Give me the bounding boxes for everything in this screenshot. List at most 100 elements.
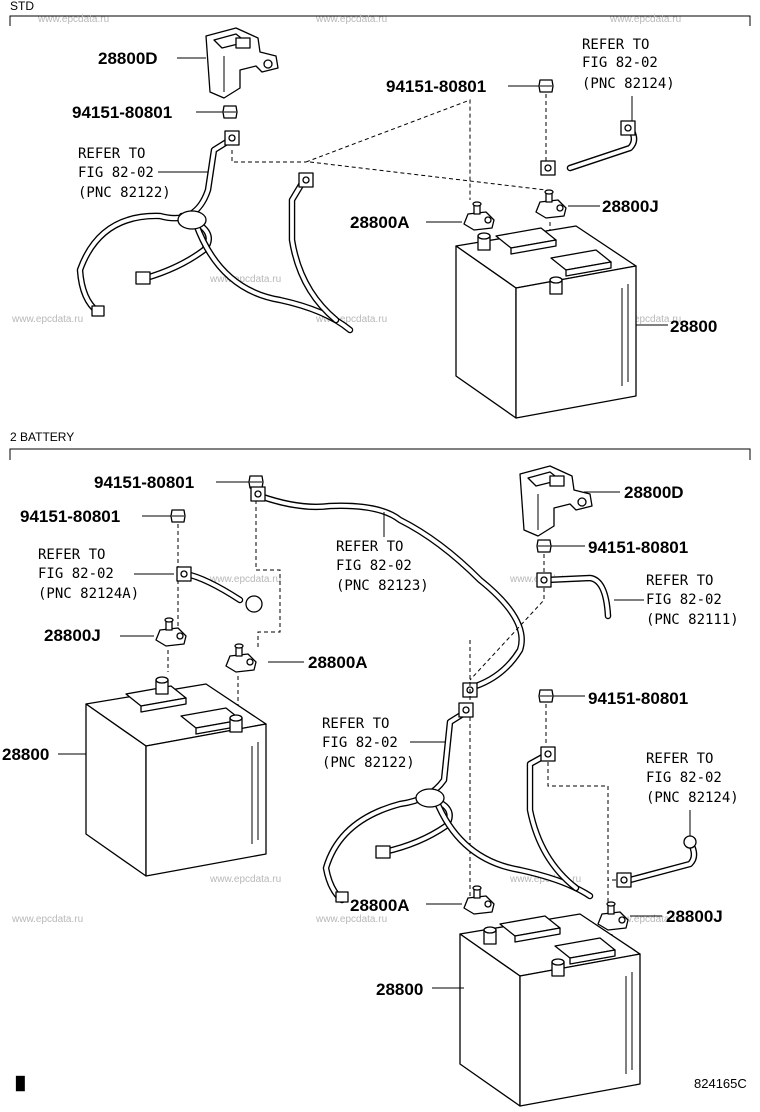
watermark: www.epcdata.ru [315,14,387,25]
part-label-bolt-left: 94151-80801 [72,103,172,122]
cable-terminal-part [620,120,636,136]
refer-note-line: FIG 82-02 [582,55,658,71]
refer-note-line: (PNC 82124A) [38,586,139,602]
watermark: www.epcdata.ru [315,914,387,925]
section-title-std: STD [10,0,34,13]
cable-terminal-part [458,702,474,718]
diagram-id: 824165C [694,1076,747,1091]
assembly-line [305,99,471,200]
assembly-line [547,762,609,916]
cable-connector-part [135,271,151,285]
refer-note-line: REFER TO [38,547,105,563]
assembly-line [231,150,306,163]
footer-mark: ▉ [15,1075,26,1092]
refer-note-line: FIG 82-02 [646,770,722,786]
bolt-part [222,105,238,119]
cable-grommet-part [177,210,207,230]
refer-note-line: FIG 82-02 [78,165,154,181]
section-title-2-battery: 2 BATTERY [10,430,74,444]
refer-note-line: (PNC 82122) [78,185,171,201]
terminal-clamp-part [225,643,257,673]
part-label-clamp-a-right: 28800A [350,896,410,915]
cable-terminal-part [224,130,240,146]
section-bracket-std [9,15,751,26]
part-label-battery: 28800 [670,317,717,336]
terminal-clamp-part [155,617,187,647]
refer-note-line: REFER TO [646,573,713,589]
watermark: www.epcdata.ru [37,14,109,25]
section-bracket-2-battery [9,448,751,460]
watermark: www.epcdata.ru [209,274,281,285]
refer-note-line: REFER TO [336,539,403,555]
cable-terminal-part [536,572,552,588]
battery-part [85,683,267,877]
watermark: www.epcdata.ru [209,574,281,585]
cable-terminal-part [298,172,314,188]
cable-connector-part [91,305,105,317]
battery-post-part [483,926,497,945]
terminal-clamp-part [535,189,567,219]
battery-post-part [477,232,491,251]
bolt-part [538,79,554,93]
watermark: www.epcdata.ru [609,314,681,325]
watermark: www.epcdata.ru [209,874,281,885]
battery-post-part [549,276,563,295]
battery-part [455,225,637,419]
part-label-bolt-right: 94151-80801 [386,77,486,96]
part-label-holder: 28800D [624,483,684,502]
refer-note-line: (PNC 82111) [646,612,739,628]
part-label-bolt-left: 94151-80801 [20,507,120,526]
part-label-bolt-top: 94151-80801 [94,473,194,492]
refer-note-line: (PNC 82123) [336,578,429,594]
refer-note-line: REFER TO [646,751,713,767]
assembly-line [469,588,545,681]
cable-terminal-part [540,160,556,176]
battery-post-part [229,714,243,733]
cable-terminal-part [176,566,192,582]
cable-connector-part [375,845,391,859]
battery-post-part [551,958,565,977]
refer-note-line: FIG 82-02 [38,566,114,582]
cable-terminal-part [540,746,556,762]
refer-note-line: (PNC 82124) [646,790,739,806]
part-label-clamp-j-left: 28800J [44,626,101,645]
battery-post-part [155,676,169,695]
cable-grommet-part [415,788,445,808]
watermark: www.epcdata.ru [11,314,83,325]
cable-connector-part [245,595,263,613]
part-label-battery-left: 28800 [2,745,49,764]
cable-terminal-part [616,872,632,888]
watermark: www.epcdata.ru [609,914,681,925]
refer-note-line: (PNC 82122) [322,755,415,771]
part-label-clamp-j-right: 28800J [666,907,723,926]
battery-holder-part [519,465,593,537]
bolt-part [170,509,186,523]
part-label-bolt-right-upper: 94151-80801 [588,538,688,557]
cable-connector-part [683,835,697,849]
part-label-clamp-a: 28800A [350,213,410,232]
refer-note-line: REFER TO [582,37,649,53]
watermark: www.epcdata.ru [609,14,681,25]
watermark: www.epcdata.ru [11,914,83,925]
terminal-clamp-part [463,201,495,231]
part-label-bolt-right-lower: 94151-80801 [588,689,688,708]
part-label-clamp-a-left: 28800A [308,653,368,672]
terminal-clamp-part [463,885,495,915]
bolt-part [538,689,554,703]
part-label-clamp-j: 28800J [602,197,659,216]
bolt-part [536,539,552,553]
cable-part [626,838,698,884]
cable-terminal-part [250,486,266,502]
refer-note-line: FIG 82-02 [322,735,398,751]
part-label-holder: 28800D [98,49,158,68]
assembly-line [309,161,547,191]
cable-connector-part [335,891,349,903]
refer-note-line: REFER TO [78,146,145,162]
part-label-battery-right: 28800 [376,980,423,999]
refer-note-line: (PNC 82124) [582,76,675,92]
watermark: www.epcdata.ru [315,314,387,325]
bolt-part [248,475,264,489]
refer-note-line: FIG 82-02 [336,558,412,574]
refer-note-line: FIG 82-02 [646,592,722,608]
